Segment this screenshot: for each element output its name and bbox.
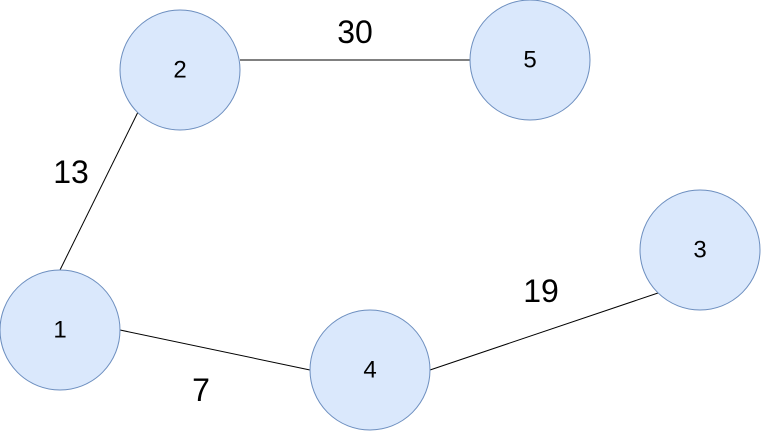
node-4-circle[interactable]	[309, 309, 431, 431]
node-3[interactable]: 3	[639, 189, 761, 311]
edge-weight-1-4: 7	[192, 372, 210, 408]
node-5-label: 5	[523, 47, 536, 74]
node-1-label: 1	[53, 317, 66, 344]
node-5-circle[interactable]	[469, 0, 591, 121]
edge-weights-layer: 13 30 7 19	[53, 14, 559, 408]
edge-1-2	[59, 111, 139, 271]
edge-1-4	[119, 329, 311, 371]
edge-weight-1-2: 13	[53, 154, 89, 190]
node-2-circle[interactable]	[119, 9, 241, 131]
node-1-circle[interactable]	[0, 269, 121, 391]
edge-weight-2-5: 30	[337, 14, 373, 50]
node-1[interactable]: 1	[0, 269, 121, 391]
node-2-label: 2	[173, 57, 186, 84]
node-3-label: 3	[693, 237, 706, 264]
node-3-circle[interactable]	[639, 189, 761, 311]
edge-weight-4-3: 19	[523, 273, 559, 309]
edges-layer	[59, 59, 659, 371]
node-2[interactable]: 2	[119, 9, 241, 131]
edge-4-3	[429, 292, 659, 371]
node-5[interactable]: 5	[469, 0, 591, 121]
node-4-label: 4	[363, 357, 376, 384]
node-4[interactable]: 4	[309, 309, 431, 431]
